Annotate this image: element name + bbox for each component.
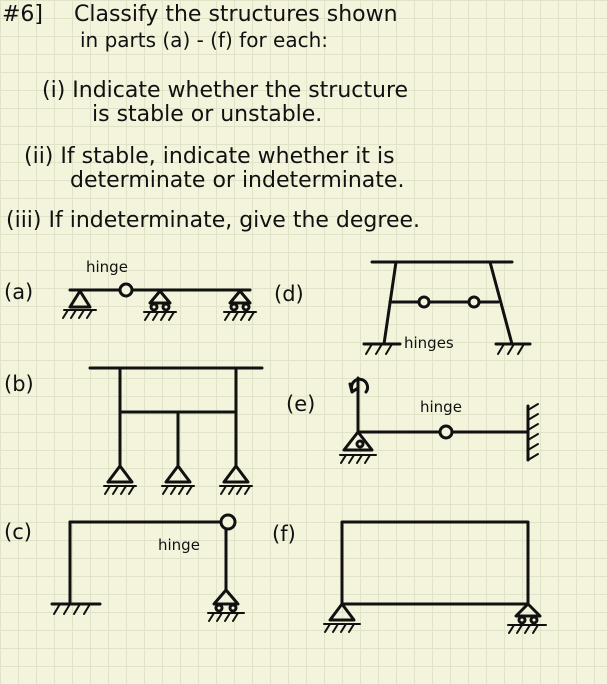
structure-a-pin-support bbox=[68, 289, 92, 309]
structure-a-roller-2 bbox=[223, 289, 257, 321]
part-a-hinge-note: hinge bbox=[86, 258, 128, 276]
structure-e bbox=[339, 376, 539, 464]
structure-d-hinge-left bbox=[417, 295, 431, 309]
structure-f bbox=[323, 520, 547, 634]
part-e-label: (e) bbox=[286, 392, 316, 416]
structure-f-pin-support bbox=[328, 602, 356, 622]
part-d-hinges-note: hinges bbox=[404, 334, 454, 352]
problem-number: #6] bbox=[2, 2, 44, 27]
structure-e-moment-arrowhead bbox=[348, 382, 360, 394]
question-2-line-1: (ii) If stable, indicate whether it is bbox=[24, 144, 395, 169]
structure-a-hinge bbox=[118, 282, 134, 298]
intro-line-2: in parts (a) - (f) for each: bbox=[80, 28, 329, 52]
question-1-line-1: (i) Indicate whether the structure bbox=[42, 78, 409, 103]
question-2-line-2: determinate or indeterminate. bbox=[70, 168, 405, 193]
structure-f-box-frame bbox=[340, 520, 530, 606]
part-d-label: (d) bbox=[274, 282, 304, 306]
question-1-line-2: is stable or unstable. bbox=[92, 102, 323, 127]
structure-f-roller bbox=[507, 602, 547, 634]
part-a-label: (a) bbox=[4, 280, 34, 304]
structure-c-hinge bbox=[219, 513, 237, 531]
structure-e-pin-support bbox=[342, 430, 374, 452]
structure-a bbox=[62, 282, 257, 321]
structure-c bbox=[50, 513, 245, 622]
structure-b bbox=[88, 366, 264, 495]
structure-e-hinge bbox=[438, 424, 454, 440]
intro-line-1: Classify the structures shown bbox=[74, 2, 398, 27]
part-c-hinge-note: hinge bbox=[158, 536, 200, 554]
part-e-hinge-note: hinge bbox=[420, 398, 462, 416]
question-3: (iii) If indeterminate, give the degree. bbox=[6, 208, 421, 233]
structure-c-roller bbox=[207, 588, 245, 622]
structure-b-pin-center bbox=[164, 464, 192, 484]
structure-d-column-right bbox=[488, 260, 514, 346]
part-f-label: (f) bbox=[272, 522, 296, 546]
part-b-label: (b) bbox=[4, 372, 34, 396]
structure-b-pin-left bbox=[106, 464, 134, 484]
structure-d bbox=[362, 260, 532, 355]
structure-d-hinge-right bbox=[467, 295, 481, 309]
structure-b-pin-right bbox=[222, 464, 250, 484]
part-c-label: (c) bbox=[4, 520, 32, 544]
structure-a-roller-1 bbox=[143, 289, 177, 321]
